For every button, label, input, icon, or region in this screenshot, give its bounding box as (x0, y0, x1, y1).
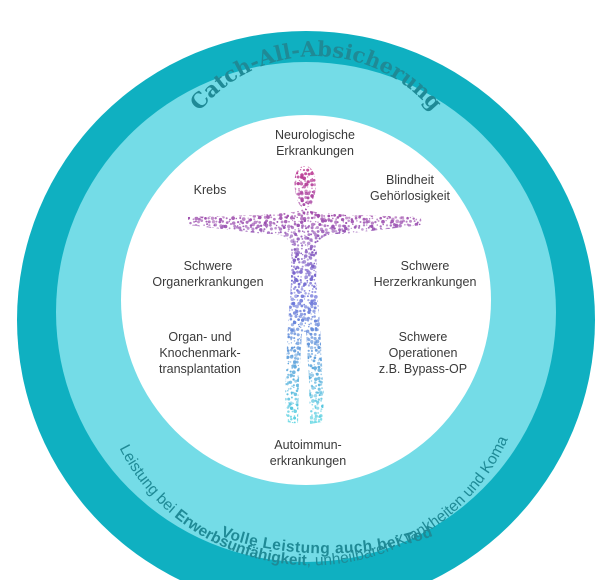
label-organ-knochenmark-transplantation: Organ- und Knochenmark- transplantation (158, 330, 241, 376)
label-autoimmunerkrankungen: Autoimmun- erkrankungen (269, 438, 347, 468)
label-blindheit-gehoerlosigkeit: Blindheit Gehörlosigkeit (370, 173, 450, 203)
label-krebs: Krebs (193, 183, 227, 197)
inner-circle (121, 115, 491, 485)
label-neurologische-erkrankungen: Neurologische Erkrankungen (275, 128, 355, 158)
label-schwere-operationen: Schwere Operationen z.B. Bypass-OP (378, 330, 468, 376)
label-schwere-herzerkrankungen: Schwere Herzerkrankungen (373, 259, 477, 289)
label-schwere-organerkrankungen: Schwere Organerkrankungen (152, 259, 264, 289)
